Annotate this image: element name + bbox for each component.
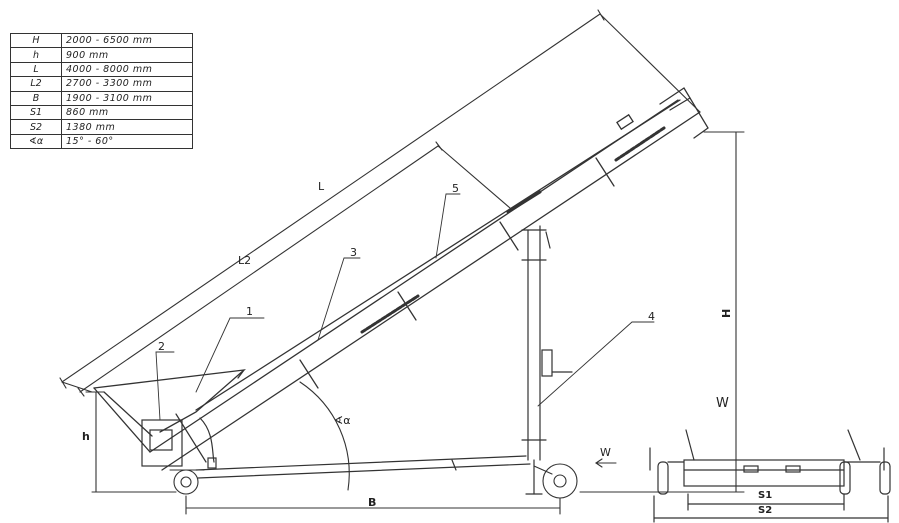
dim-label-s1: S1 [758, 490, 773, 501]
drive-unit [141, 413, 217, 469]
dimension-l2 [77, 141, 511, 397]
angle-arc [299, 381, 350, 491]
side-view [649, 429, 891, 523]
callout-2: 2 [158, 340, 165, 353]
front-wheel [169, 469, 205, 495]
dimension-b [185, 495, 561, 515]
dimension-h-small [85, 391, 177, 493]
angle-label: ∢α [334, 414, 351, 427]
dim-label-h-large: H [720, 308, 733, 318]
dim-label-l2: L2 [238, 254, 252, 267]
dim-label-h-small: h [82, 430, 90, 443]
view-label-w-main: W [600, 446, 611, 459]
dim-label-b: B [368, 496, 377, 509]
view-arrow-icon [595, 458, 617, 468]
dimension-l [59, 9, 701, 393]
hopper [93, 369, 247, 453]
dim-label-s2: S2 [758, 505, 773, 516]
lift-jack [521, 225, 573, 495]
rear-wheel [533, 463, 578, 499]
callout-5: 5 [452, 182, 459, 195]
chassis-bar [195, 455, 531, 479]
dimension-h-large [579, 131, 745, 493]
callout-4: 4 [648, 310, 655, 323]
conveyor-tube [149, 99, 701, 471]
callout-3: 3 [350, 246, 357, 259]
view-label-w-title: W [716, 396, 729, 411]
callout-leaders [155, 193, 655, 421]
discharge-head [616, 87, 709, 139]
callout-1: 1 [246, 305, 253, 318]
dim-label-l: L [318, 180, 325, 193]
